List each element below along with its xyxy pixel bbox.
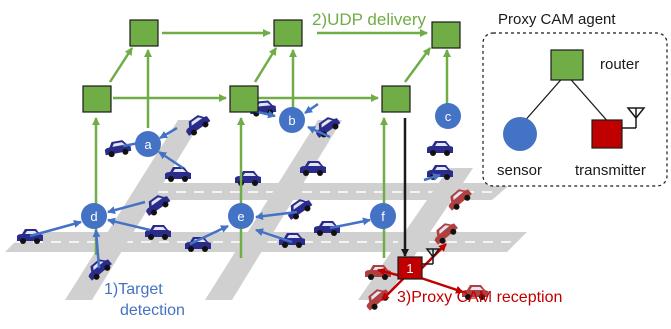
car-icon-blue-9 bbox=[146, 195, 171, 216]
transmitter-label: 1 bbox=[406, 261, 413, 276]
sensor-d-label: d bbox=[90, 209, 97, 224]
legend-sensor-label: sensor bbox=[497, 162, 542, 179]
car-icon-blue-14 bbox=[279, 233, 305, 248]
sensor-f: f bbox=[370, 203, 396, 229]
target-detection-label-line1: 1)Target bbox=[104, 281, 163, 298]
legend-transmitter-label: transmitter bbox=[575, 162, 646, 179]
detection-links bbox=[29, 102, 441, 269]
sensor-b: b bbox=[279, 107, 305, 133]
router-top-1 bbox=[129, 19, 159, 47]
legend-antenna-icon bbox=[622, 107, 646, 129]
legend-title: Proxy CAM agent bbox=[498, 11, 616, 28]
sensor-c-label: c bbox=[445, 109, 452, 124]
car-icon-blue-17 bbox=[427, 141, 453, 156]
car-icon-blue-15 bbox=[314, 221, 340, 236]
legend-router-label: router bbox=[600, 56, 639, 73]
cars-red bbox=[365, 189, 488, 311]
cross-street-3 bbox=[358, 168, 473, 300]
udp-delivery-label: 2)UDP delivery bbox=[312, 10, 427, 29]
sensor-d: d bbox=[81, 203, 107, 229]
car-icon-blue-1 bbox=[104, 140, 132, 158]
car-icon-blue-6 bbox=[300, 161, 326, 176]
cross-street-1 bbox=[65, 120, 202, 300]
router-top-2 bbox=[273, 19, 303, 47]
legend-transmitter-icon bbox=[591, 119, 623, 149]
reception-links bbox=[377, 243, 464, 301]
routers bbox=[82, 19, 461, 113]
sensor-a-label: a bbox=[144, 137, 152, 152]
car-icon-blue-13 bbox=[288, 199, 313, 220]
transmitter-1: 1 bbox=[397, 248, 441, 280]
car-icon-blue-2 bbox=[186, 115, 211, 136]
sensor-e-label: e bbox=[237, 209, 244, 224]
sensor-f-label: f bbox=[381, 209, 385, 224]
antenna-icon bbox=[422, 248, 441, 265]
target-detection-label-line2: detection bbox=[120, 302, 185, 319]
car-icon-red-3 bbox=[462, 285, 488, 300]
cross-street-2 bbox=[205, 120, 342, 300]
car-icon-blue-3 bbox=[165, 167, 191, 182]
sensor-e: e bbox=[228, 203, 254, 229]
router-mid-1 bbox=[82, 85, 112, 113]
car-icon-blue-10 bbox=[145, 225, 171, 240]
legend-sensor-icon bbox=[503, 117, 537, 151]
router-top-3 bbox=[431, 21, 461, 49]
car-icon-red-4 bbox=[434, 223, 458, 245]
proxy-cam-reception-label: 3)Proxy CAM reception bbox=[397, 289, 562, 306]
sensor-b-label: b bbox=[288, 113, 295, 128]
legend-router-icon bbox=[550, 49, 584, 81]
router-mid-3 bbox=[381, 85, 411, 113]
legend-box: Proxy CAM agent router sensor transmitte… bbox=[482, 11, 668, 187]
sensor-a: a bbox=[135, 131, 161, 157]
car-icon-red-5 bbox=[448, 189, 472, 211]
router-mid-2 bbox=[229, 85, 259, 113]
sensor-c: c bbox=[435, 103, 461, 129]
